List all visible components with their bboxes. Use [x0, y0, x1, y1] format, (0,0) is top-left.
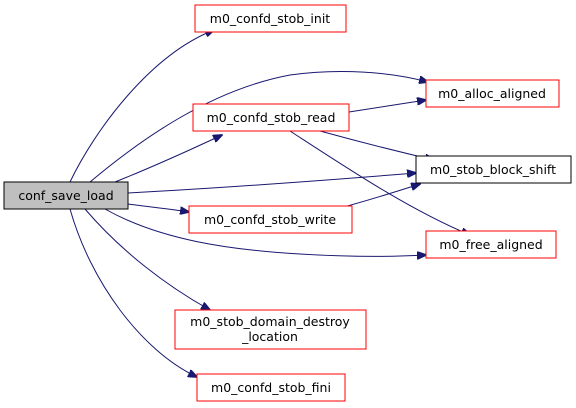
stob-fini-label: m0_confd_stob_fini [211, 380, 331, 395]
alloc-aligned-box [425, 79, 560, 108]
edge-root-to-stob-init [69, 30, 214, 183]
free-aligned-label: m0_free_aligned [439, 237, 542, 252]
stob-init-box [194, 4, 347, 33]
node-m0-confd-stob-write[interactable]: m0_confd_stob_write [188, 205, 353, 234]
alloc-aligned-label: m0_alloc_aligned [438, 86, 546, 101]
block-shift-label: m0_stob_block_shift [430, 162, 556, 177]
node-conf-save-load[interactable]: conf_save_load [3, 181, 129, 210]
edge-root-to-stob-read [114, 135, 222, 183]
edge-stob-read-to-alloc-aligned [348, 100, 426, 113]
edge-root-to-stob-write [127, 203, 189, 212]
edge-root-to-alloc-aligned [89, 70, 428, 183]
node-m0-confd-stob-init[interactable]: m0_confd_stob_init [194, 4, 347, 33]
stob-write-label: m0_confd_stob_write [204, 212, 336, 227]
block-shift-box [415, 155, 572, 184]
root-node-label: conf_save_load [18, 188, 113, 203]
node-m0-stob-domain-destroy-location[interactable]: m0_stob_domain_destroy _location [174, 309, 367, 350]
root-node-box [3, 181, 129, 210]
edge-root-to-block-shift [127, 173, 416, 194]
node-m0-free-aligned[interactable]: m0_free_aligned [425, 230, 557, 259]
stob-write-box [188, 205, 353, 234]
node-m0-stob-block-shift[interactable]: m0_stob_block_shift [415, 155, 572, 184]
edge-root-to-stob-fini [69, 208, 197, 377]
edge-stob-read-to-free-aligned [289, 130, 470, 235]
node-m0-confd-stob-fini[interactable]: m0_confd_stob_fini [196, 373, 346, 402]
domain-destroy-label-line1: m0_stob_domain_destroy [190, 314, 350, 329]
stob-read-label: m0_confd_stob_read [207, 110, 336, 125]
edge-root-to-free-aligned [104, 208, 426, 256]
domain-destroy-label-line2: _location [241, 329, 298, 344]
node-m0-confd-stob-read[interactable]: m0_confd_stob_read [192, 103, 350, 132]
free-aligned-box [425, 230, 557, 259]
stob-init-label: m0_confd_stob_init [210, 11, 331, 26]
domain-destroy-box [174, 309, 367, 350]
stob-fini-box [196, 373, 346, 402]
stob-read-box [192, 103, 350, 132]
node-m0-alloc-aligned[interactable]: m0_alloc_aligned [425, 79, 560, 108]
edge-root-to-domain-destroy [84, 208, 210, 310]
